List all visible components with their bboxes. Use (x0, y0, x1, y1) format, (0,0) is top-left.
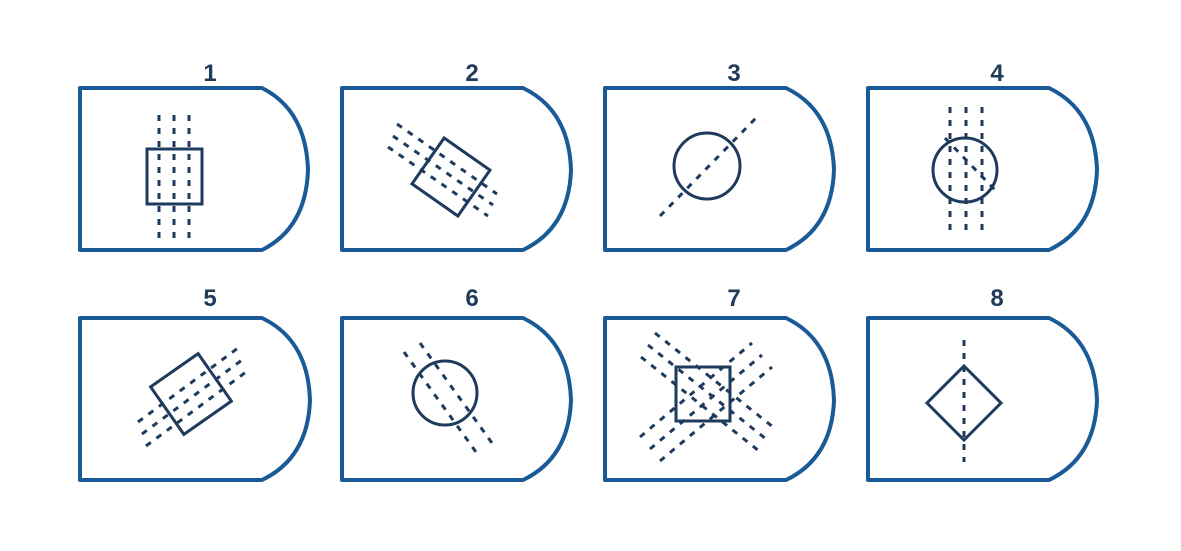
dashed-guide-line (658, 116, 758, 218)
square-shape (145, 147, 204, 206)
panel-outline (603, 86, 836, 252)
panel-5: 5 (78, 285, 312, 482)
panel-outline (866, 316, 1099, 482)
diamond-shape (924, 363, 1004, 443)
panel-number: 7 (727, 285, 740, 312)
panel-3: 3 (603, 60, 836, 252)
panel-number: 8 (990, 285, 1003, 312)
panel-outline (866, 86, 1099, 252)
panel-number: 6 (465, 285, 478, 312)
panel-number: 3 (727, 60, 740, 87)
panel-number: 4 (990, 60, 1004, 87)
panel-2: 2 (340, 60, 573, 252)
panel-outline (78, 86, 310, 252)
dashed-guide-lines (639, 331, 774, 463)
panel-8: 8 (866, 285, 1099, 482)
panel-outline (603, 316, 836, 482)
dashed-guide-lines (948, 107, 984, 232)
panel-number: 1 (203, 60, 216, 87)
circle-shape (411, 359, 479, 427)
panel-outline (78, 316, 312, 482)
panel-number: 2 (465, 60, 478, 87)
circle-shape (672, 131, 742, 201)
panel-7: 7 (603, 285, 836, 482)
panel-number: 5 (203, 285, 216, 312)
tilted-square-shape (409, 135, 493, 219)
panel-outline (340, 316, 573, 482)
tilted-square-shape (148, 351, 234, 437)
panel-6: 6 (340, 285, 573, 482)
square-shape (674, 365, 732, 423)
panel-4: 4 (866, 60, 1099, 252)
panel-outline (340, 86, 573, 252)
panel-1: 1 (78, 60, 310, 252)
circle-shape (931, 136, 999, 204)
